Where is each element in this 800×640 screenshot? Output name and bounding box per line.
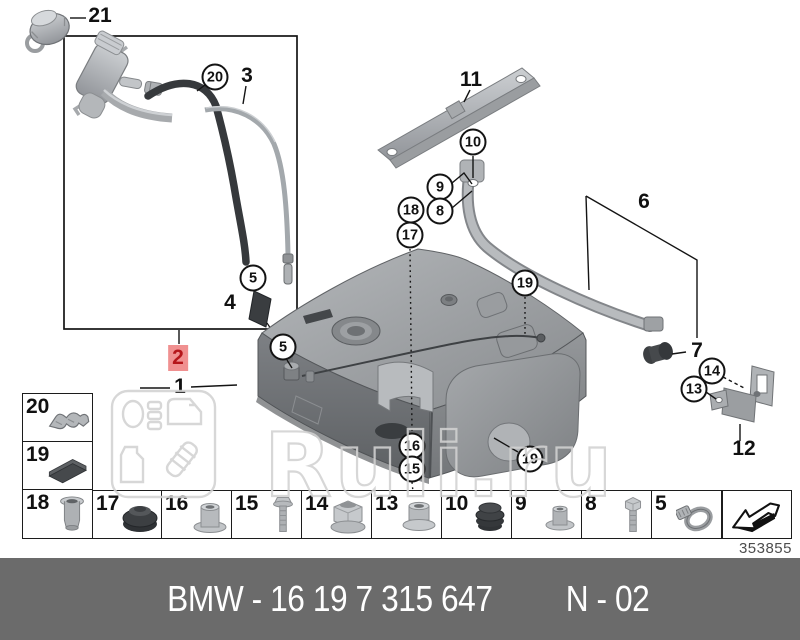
legend-cell-8[interactable]: 8	[582, 490, 652, 539]
callout-17[interactable]: 17	[396, 221, 424, 249]
label-11[interactable]: 11	[459, 68, 483, 91]
metal-spacer-icon	[193, 503, 227, 533]
legend-box-20[interactable]: 20	[22, 393, 93, 442]
label-2-highlighted[interactable]: 2	[168, 345, 188, 371]
leader-lines	[70, 17, 747, 493]
legend-cell-16[interactable]: 16	[162, 490, 232, 539]
flange-nut-icon	[330, 500, 366, 534]
fuel-tank-art	[256, 248, 587, 484]
footer-part-number: BMW - 16 19 7 315 647	[166, 578, 493, 619]
legend-cell-18[interactable]: 18	[22, 490, 93, 539]
label-1[interactable]: 1	[174, 375, 186, 398]
callout-20[interactable]: 20	[201, 63, 229, 91]
legend-cell-9[interactable]: 9	[512, 490, 582, 539]
hex-bolt-icon	[624, 496, 642, 532]
rubber-grommet-icon	[122, 506, 158, 532]
callout-8[interactable]: 8	[426, 197, 454, 225]
retaining-clip-icon	[48, 412, 90, 430]
legend-cell-13[interactable]: 13	[372, 490, 442, 539]
filler-neck-art	[72, 30, 173, 123]
direction-arrow-icon	[732, 502, 781, 533]
vent-pipe-art	[204, 106, 294, 285]
callout-13[interactable]: 13	[680, 375, 708, 403]
tension-strap-art	[459, 159, 664, 332]
flange-bolt-icon	[273, 497, 293, 532]
legend-cell-arrow[interactable]	[722, 490, 792, 539]
filler-cap-art	[25, 9, 70, 53]
callout-5-hose[interactable]: 5	[239, 264, 267, 292]
label-3[interactable]: 3	[241, 64, 253, 87]
threaded-sleeve-icon	[60, 496, 84, 531]
drawing-number: 353855	[738, 540, 792, 557]
legend-cell-5[interactable]: 5	[652, 490, 722, 539]
legend-cell-15[interactable]: 15	[232, 490, 302, 539]
footer-revision: N - 02	[566, 578, 650, 619]
label-4[interactable]: 4	[224, 291, 236, 314]
callout-19-top[interactable]: 19	[511, 269, 539, 297]
callout-14[interactable]: 14	[698, 357, 726, 385]
support-bracket-art	[377, 67, 541, 169]
bushing-icon	[545, 505, 575, 531]
legend-cell-10[interactable]: 10	[442, 490, 512, 539]
strap-grommet-art	[643, 342, 673, 364]
label-12[interactable]: 12	[732, 437, 756, 460]
rubber-buffer-icon	[475, 502, 505, 531]
hex-nut-washer-icon	[402, 501, 436, 531]
filler-pipe-inset-box	[63, 35, 298, 330]
exploded-diagram-art	[25, 9, 775, 493]
label-7[interactable]: 7	[691, 339, 703, 362]
legend-cell-17[interactable]: 17	[93, 490, 162, 539]
legend-box-19[interactable]: 19	[22, 442, 93, 490]
rear-bracket-art	[709, 365, 775, 423]
foam-pad-icon	[48, 459, 87, 484]
callout-19-bottom[interactable]: 19	[516, 445, 544, 473]
hose-clamp-icon	[676, 505, 713, 532]
footer-bar: BMW - 16 19 7 315 647 N - 02	[0, 558, 800, 640]
legend-cell-14[interactable]: 14	[302, 490, 372, 539]
label-21[interactable]: 21	[88, 4, 112, 27]
callout-10[interactable]: 10	[459, 128, 487, 156]
callout-5-valve[interactable]: 5	[269, 333, 297, 361]
callout-18[interactable]: 18	[397, 196, 425, 224]
callout-15[interactable]: 15	[398, 455, 426, 483]
label-6[interactable]: 6	[638, 190, 650, 213]
callout-9[interactable]: 9	[426, 173, 454, 201]
vent-hose-art	[144, 79, 250, 266]
